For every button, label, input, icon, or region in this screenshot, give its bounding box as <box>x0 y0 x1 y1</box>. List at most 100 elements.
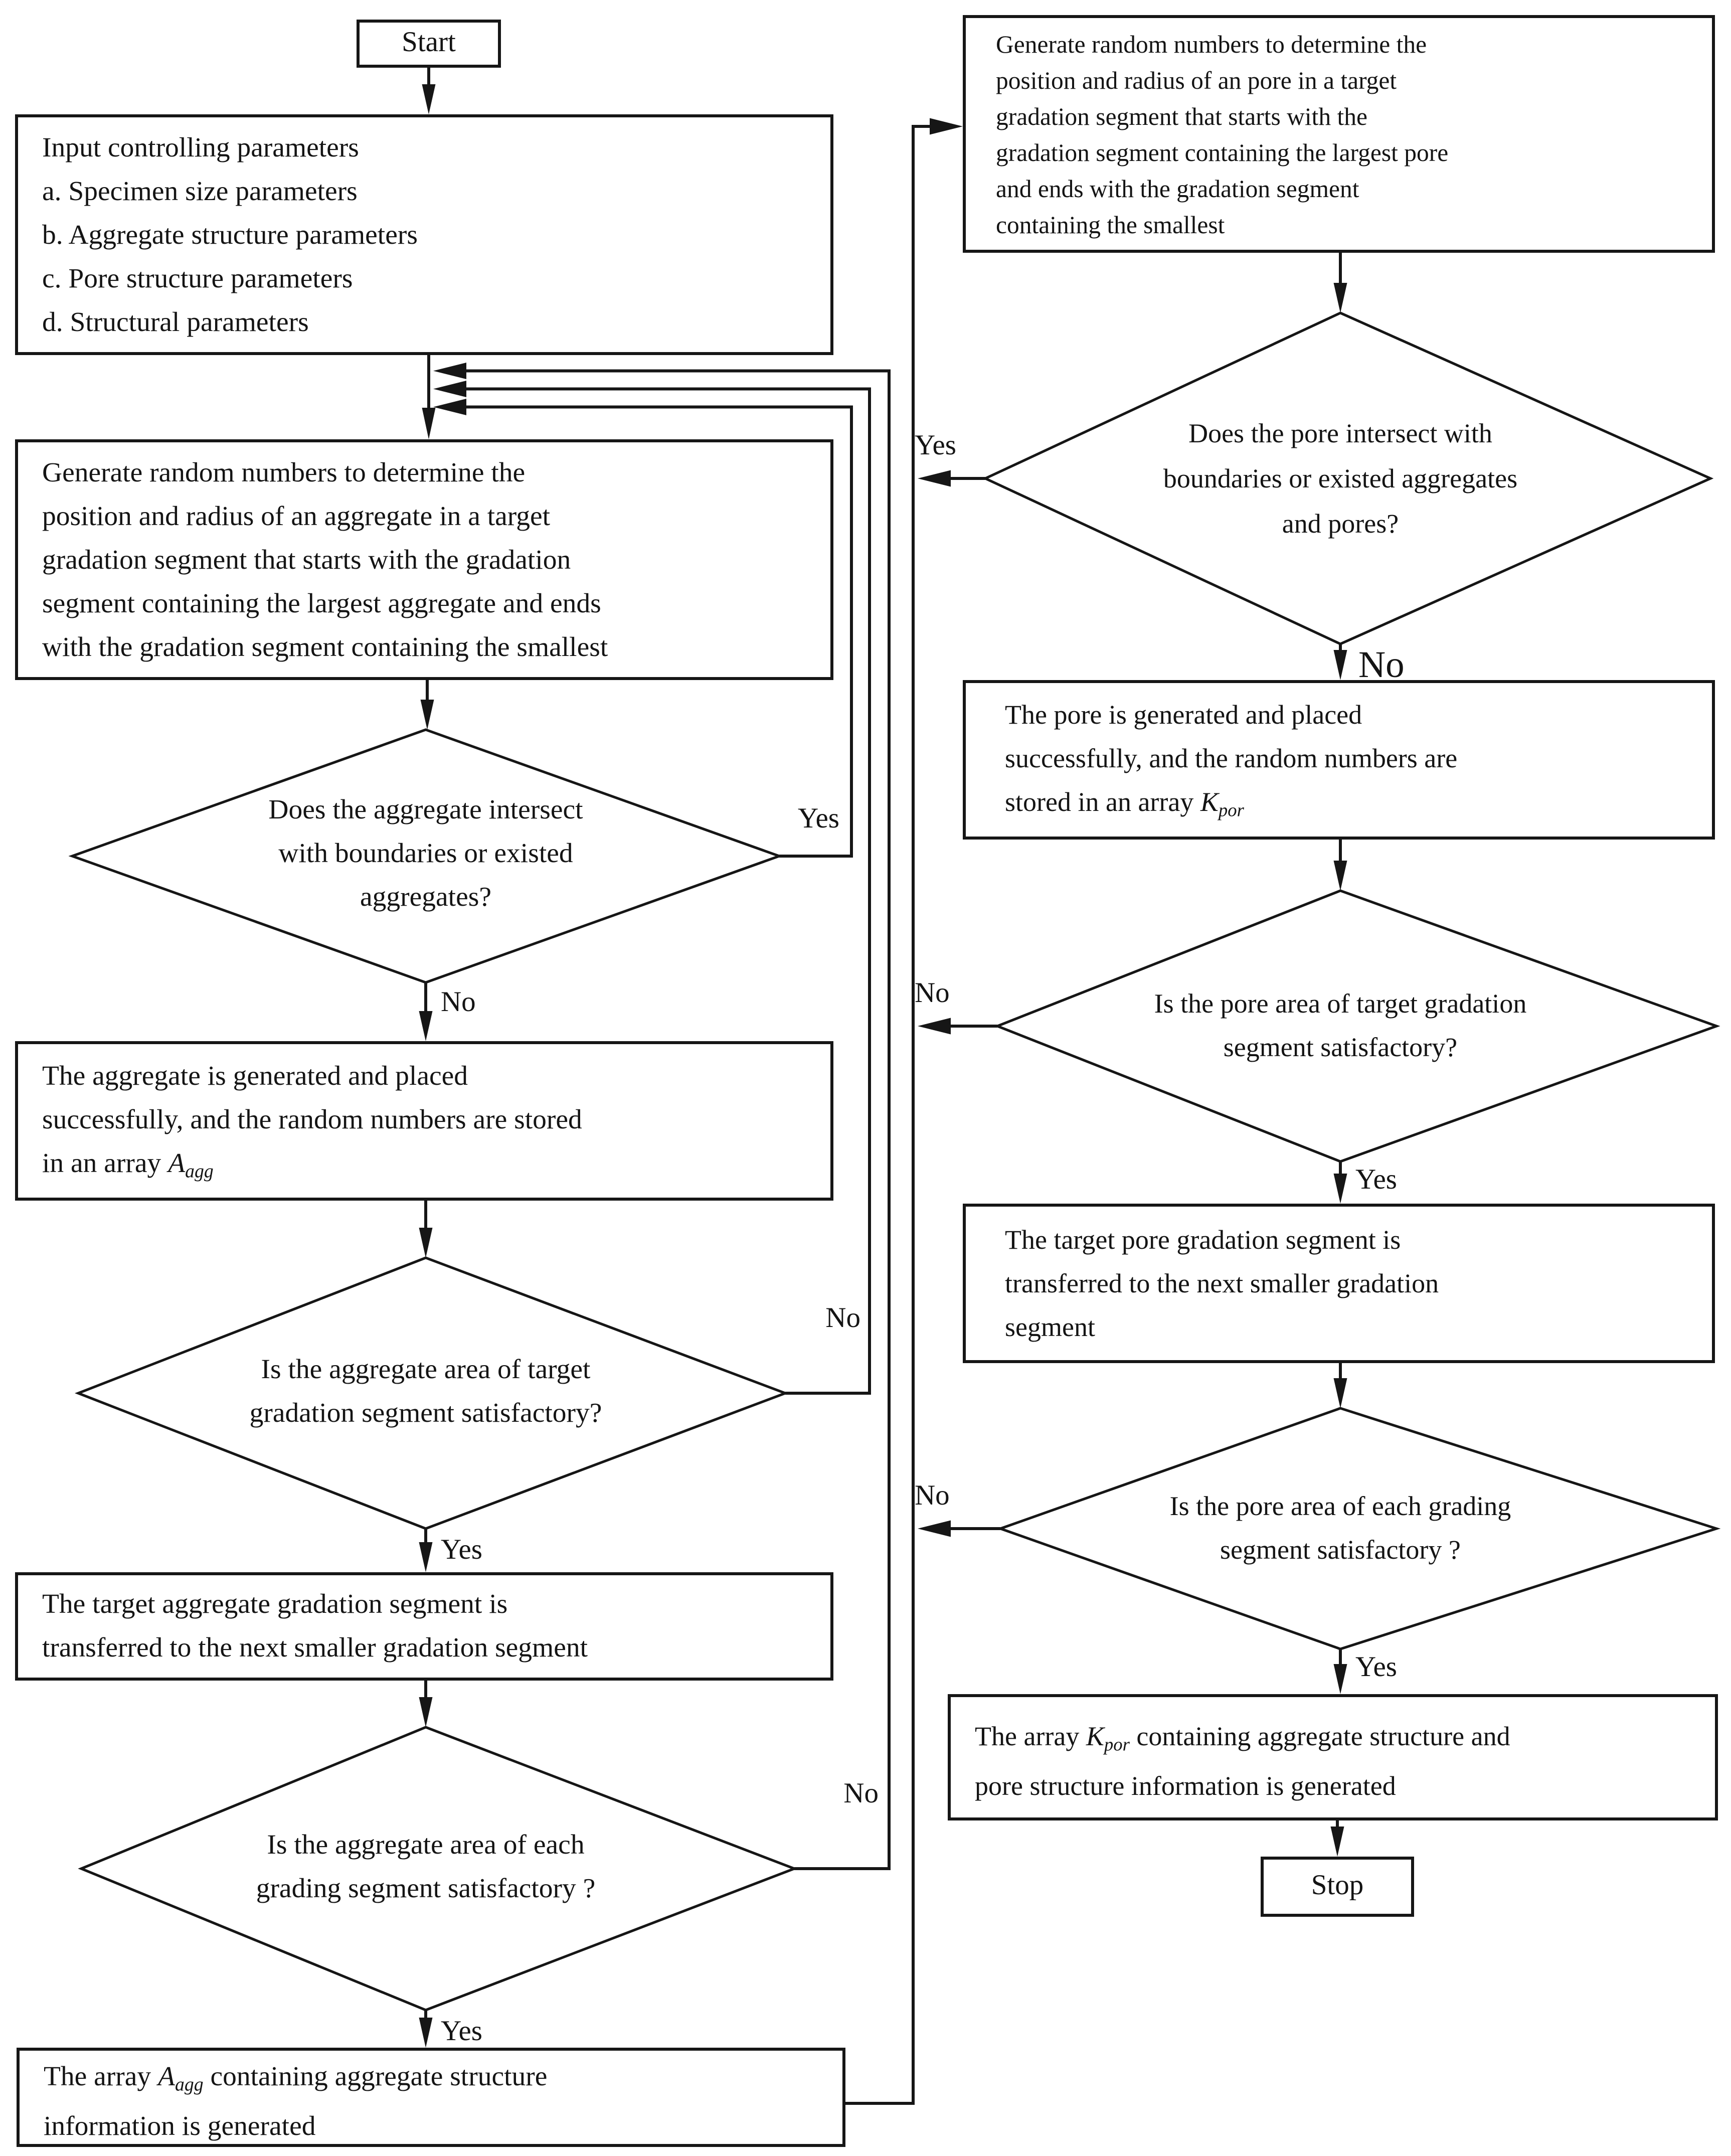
label-agg-each-yes: Yes <box>441 2016 482 2048</box>
pore-placed-line: stored in an array Kpor <box>1005 781 1703 833</box>
array-subscript: por <box>1104 1734 1130 1755</box>
decision-pore-intersect-text: Does the pore intersect with boundaries … <box>1055 411 1626 546</box>
decision-agg-intersect-text: Does the aggregate intersect with bounda… <box>155 790 697 921</box>
aggregate-array-line: information is generated <box>44 2111 316 2142</box>
decision-line: Is the pore area of each grading <box>1169 1491 1511 1521</box>
array-subscript: por <box>1218 799 1244 821</box>
arrow-pore-array-to-stop <box>1330 1820 1344 1857</box>
decision-line: Is the aggregate area of each <box>267 1831 585 1861</box>
input-line: b. Aggregate structure parameters <box>42 221 418 251</box>
pore-placed-line-text: stored in an array <box>1005 787 1200 817</box>
start-node: Start <box>357 20 501 68</box>
array-text: containing aggregate structure and <box>1129 1721 1510 1751</box>
feedback-line-agg-each-no <box>433 363 891 1870</box>
label-pore-each-yes: Yes <box>1355 1652 1397 1684</box>
input-line: Input controlling parameters <box>42 134 359 164</box>
label-pore-each-no: No <box>915 1480 950 1512</box>
arrow-junction-to-generate <box>422 355 436 439</box>
aggregate-transfer-line: The target aggregate gradation segment i… <box>42 1590 508 1620</box>
start-label: Start <box>402 27 456 59</box>
pore-transfer-line: transferred to the next smaller gradatio… <box>1005 1268 1439 1298</box>
aggregate-placed-node: The aggregate is generated and placed su… <box>15 1041 833 1201</box>
pore-transfer-line: segment <box>1005 1312 1095 1342</box>
decision-line: Does the aggregate intersect <box>268 796 583 826</box>
feedback-line-pore-target-no <box>918 1018 997 1035</box>
decision-agg-each-text: Is the aggregate area of each grading se… <box>140 1825 712 1912</box>
arrow-d6-to-pore-array <box>1333 1649 1347 1694</box>
generate-aggregate-line: segment containing the largest aggregate… <box>42 590 601 620</box>
label-pore-target-yes: Yes <box>1355 1165 1397 1196</box>
decision-line: segment satisfactory? <box>1223 1032 1458 1062</box>
decision-agg-target-text: Is the aggregate area of target gradatio… <box>140 1350 712 1437</box>
pore-placed-node: The pore is generated and placed success… <box>963 680 1715 840</box>
generate-pore-line: gradation segment containing the largest… <box>996 138 1449 167</box>
stop-label: Stop <box>1311 1870 1364 1902</box>
decision-agg-target-shape <box>74 1256 789 1530</box>
input-parameters-node: Input controlling parameters a. Specimen… <box>15 114 833 355</box>
label-agg-target-yes: Yes <box>441 1535 482 1566</box>
label-agg-each-no: No <box>843 1778 879 1810</box>
aggregate-placed-line: The aggregate is generated and placed <box>42 1062 468 1092</box>
pore-placed-line: The pore is generated and placed <box>1005 700 1362 730</box>
label-pore-intersect-no: No <box>1358 645 1405 686</box>
input-line: d. Structural parameters <box>42 308 309 339</box>
arrow-pore-placed-to-d5 <box>1333 840 1347 891</box>
array-text: The array <box>44 2063 158 2093</box>
input-line: c. Pore structure parameters <box>42 265 353 295</box>
pore-transfer-line: The target pore gradation segment is <box>1005 1225 1401 1255</box>
decision-line: Does the pore intersect with <box>1188 418 1492 448</box>
array-symbol: A <box>158 2063 175 2093</box>
decision-pore-target-shape <box>994 889 1720 1163</box>
connector-array-to-pore-generate <box>845 118 963 2105</box>
arrow-start-to-input <box>422 68 436 114</box>
arrow-pore-generate-to-d4 <box>1333 253 1347 313</box>
array-subscript: agg <box>185 1160 214 1182</box>
pore-array-line: pore structure information is generated <box>975 1771 1396 1802</box>
label-agg-intersect-yes: Yes <box>798 803 839 835</box>
label-agg-intersect-no: No <box>441 987 476 1019</box>
generate-aggregate-line: with the gradation segment containing th… <box>42 633 608 664</box>
array-symbol: K <box>1086 1721 1104 1751</box>
pore-array-line: The array Kpor containing aggregate stru… <box>975 1715 1706 1765</box>
decision-line: aggregates? <box>360 883 491 913</box>
decision-line: gradation segment satisfactory? <box>249 1399 602 1429</box>
decision-pore-each-shape <box>996 1407 1721 1650</box>
decision-line: and pores? <box>1282 509 1399 539</box>
arrow-generate-to-d1 <box>420 680 434 730</box>
input-line: a. Specimen size parameters <box>42 178 358 208</box>
decision-line: grading segment satisfactory ? <box>256 1875 596 1905</box>
generate-aggregate-line: Generate random numbers to determine the <box>42 459 526 489</box>
generate-aggregate-line: position and radius of an aggregate in a… <box>42 503 551 533</box>
label-agg-target-no: No <box>825 1303 860 1335</box>
aggregate-placed-line-text: in an array <box>42 1149 168 1180</box>
decision-pore-target-text: Is the pore area of target gradation seg… <box>1070 982 1611 1070</box>
arrow-pore-transfer-to-d6 <box>1333 1363 1347 1408</box>
pore-placed-line: successfully, and the random numbers are <box>1005 743 1458 773</box>
feedback-line-pore-each-no <box>918 1520 1000 1537</box>
decision-agg-intersect-shape <box>68 728 783 984</box>
generate-pore-line: and ends with the gradation segment <box>996 175 1359 203</box>
aggregate-array-node: The array Aagg containing aggregate stru… <box>17 2048 845 2147</box>
arrow-d5-to-pore-transfer <box>1333 1162 1347 1204</box>
array-subscript: agg <box>175 2074 204 2095</box>
feedback-line-agg-intersect-yes <box>433 399 853 858</box>
stop-node: Stop <box>1261 1857 1414 1917</box>
aggregate-array-line: The array Aagg containing aggregate stru… <box>44 2057 830 2106</box>
decision-pore-intersect-shape <box>982 311 1714 645</box>
decision-line: segment satisfactory ? <box>1220 1535 1461 1565</box>
aggregate-transfer-node: The target aggregate gradation segment i… <box>15 1572 833 1681</box>
aggregate-placed-line: in an array Aagg <box>42 1143 818 1194</box>
arrow-transfer-to-d3 <box>419 1681 433 1727</box>
arrow-d3-to-array <box>419 2010 433 2048</box>
generate-pore-line: containing the smallest <box>996 211 1225 239</box>
decision-line: Is the pore area of target gradation <box>1154 988 1527 1019</box>
pore-array-node: The array Kpor containing aggregate stru… <box>948 1694 1718 1820</box>
array-symbol: A <box>168 1149 186 1180</box>
decision-pore-each-text: Is the pore area of each grading segment… <box>1070 1485 1611 1572</box>
array-text: containing aggregate structure <box>203 2063 548 2093</box>
generate-aggregate-line: gradation segment that starts with the g… <box>42 546 571 576</box>
generate-pore-line: gradation segment that starts with the <box>996 102 1367 131</box>
arrow-placed-to-d2 <box>419 1201 433 1258</box>
label-pore-intersect-yes: Yes <box>915 430 956 462</box>
